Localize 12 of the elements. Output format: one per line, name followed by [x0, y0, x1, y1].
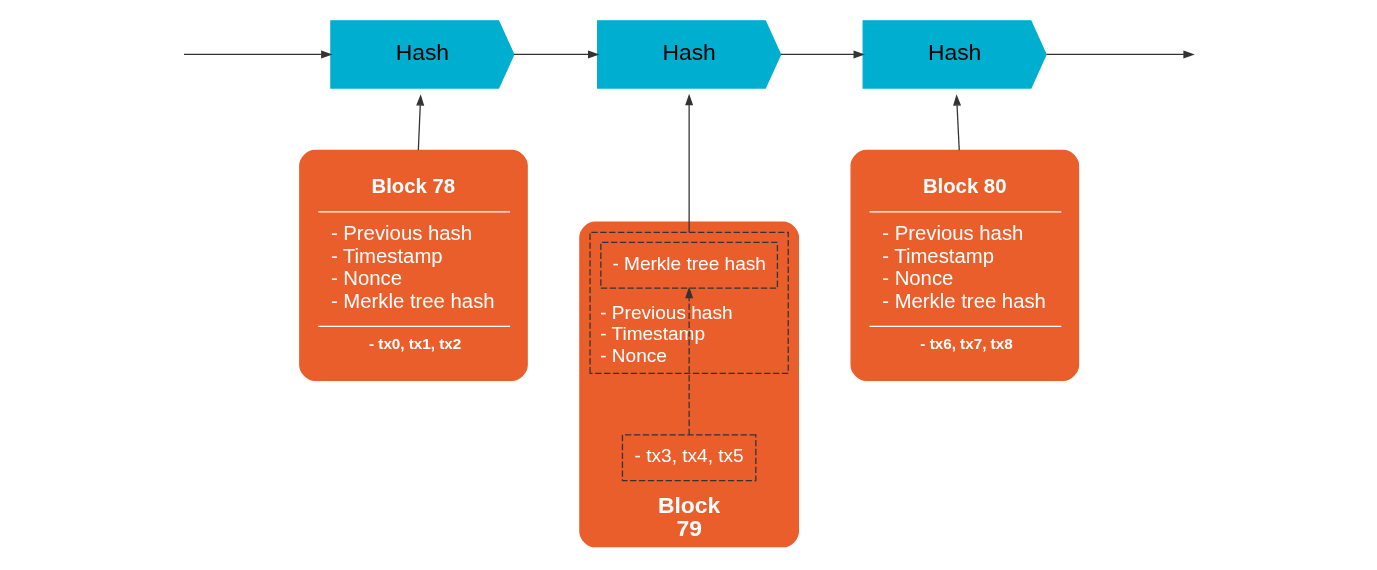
node-box: Block 78 - Previous hash - Timestamp - Nonce - Merkle tree hash - tx0, tx1, tx2: [299, 149, 528, 381]
arrow: [416, 94, 425, 151]
node-box: - Merkle tree hash: [600, 241, 779, 289]
arrow: [953, 94, 962, 151]
arrow: [183, 50, 333, 59]
node-box: - tx3, tx4, tx5: [621, 434, 757, 482]
arrow: [780, 50, 865, 59]
arrow: [685, 286, 694, 436]
arrow: [513, 50, 600, 59]
node-box: Block 80 - Previous hash - Timestamp - Nonce - Merkle tree hash - tx6, tx7, tx8: [850, 149, 1080, 381]
arrow: [1045, 50, 1195, 59]
arrow: [685, 93, 694, 233]
